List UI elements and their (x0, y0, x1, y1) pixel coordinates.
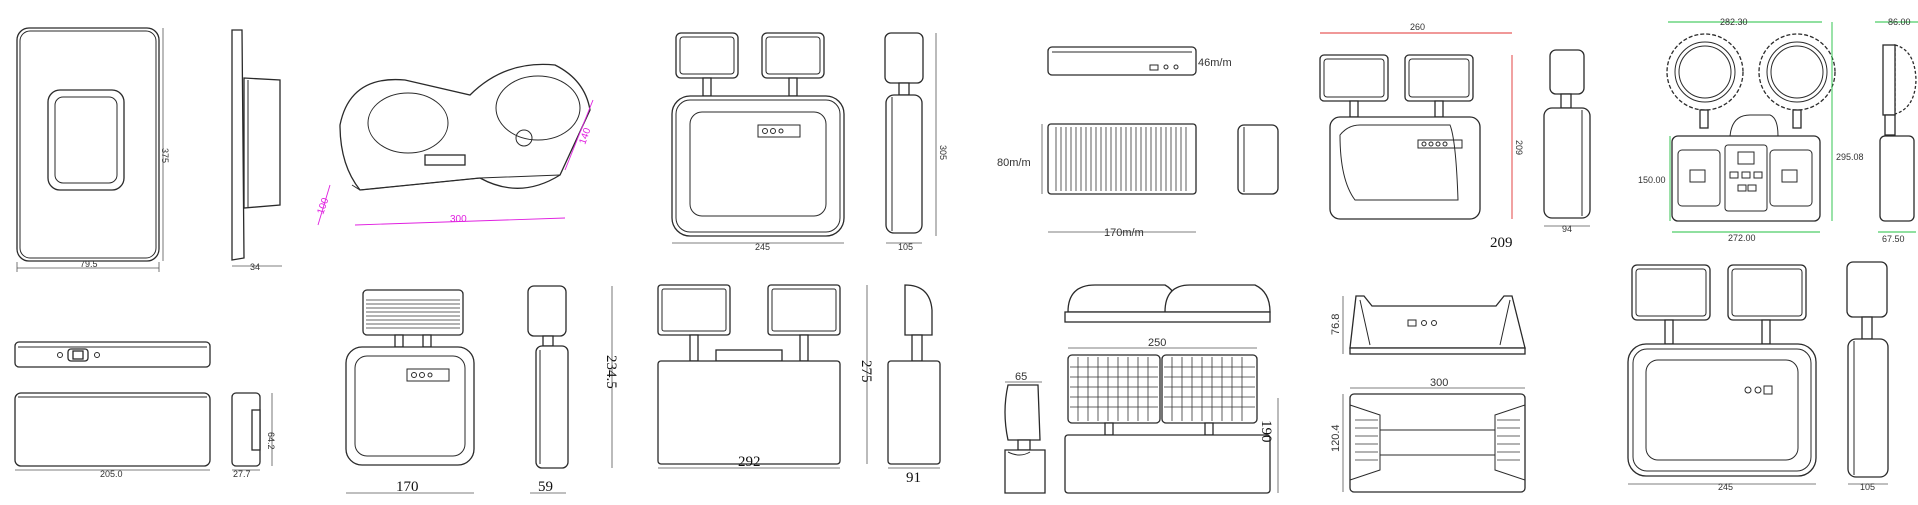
drawing-twin-head-box: 292 275 91 (657, 284, 941, 486)
dim-label: 120.4 (1330, 424, 1342, 452)
hatch-lines (1055, 127, 1187, 191)
drawing-twin-head-large: 245 105 (1627, 261, 1889, 492)
dim-label: 300 (450, 214, 467, 225)
dim-label: 292 (738, 454, 761, 470)
dim-label: 67.50 (1882, 234, 1905, 244)
drawing-twin-grille-lamp: 250 190 65 (1004, 284, 1279, 494)
dim-label: 295.08 (1836, 152, 1864, 162)
drawing-long-bar-lamp: 76.8 300 120.4 (1330, 295, 1526, 493)
dim-label: 94 (1562, 224, 1572, 234)
dim-label: 209 (1490, 235, 1513, 251)
dim-label: 260 (1410, 22, 1425, 32)
end-ribs (1355, 419, 1520, 461)
dim-label: 305 (938, 145, 948, 160)
grille-hatch (1070, 357, 1255, 421)
dim-label: 245 (755, 242, 770, 252)
dim-label: 86.00 (1888, 17, 1911, 27)
dim-label: 272.00 (1728, 233, 1756, 243)
dim-label: 209 (1514, 140, 1524, 155)
dim-label: 170m/m (1104, 227, 1144, 239)
dim-label: 282.30 (1720, 17, 1748, 27)
dim-label: 275 (858, 360, 874, 383)
dim-label: 76.8 (1330, 314, 1342, 335)
drawing-twin-head-red: 260 209 209 94 (1319, 22, 1591, 251)
dim-label: 250 (1148, 337, 1166, 349)
dim-label: 46m/m (1198, 57, 1232, 69)
dim-label: 65 (1015, 371, 1027, 383)
dim-label: 205.0 (100, 469, 123, 479)
dim-label: 105 (1860, 482, 1875, 492)
dim-label: 91 (906, 470, 921, 486)
drawing-slim-bar-light: 46m/m (997, 46, 1279, 239)
drawing-twin-round-lamp: 140 300 100 (315, 63, 594, 226)
dim-label: 80m/m (997, 157, 1031, 169)
dim-label: 170 (396, 479, 419, 495)
drawing-twin-head-square: 245 305 105 (671, 32, 948, 252)
dim-label: 245 (1718, 482, 1733, 492)
dim-label: 375 (160, 148, 170, 163)
dim-label: 150.00 (1638, 175, 1666, 185)
dim-label: 105 (898, 242, 913, 252)
drawing-slim-exit-sign: 79.5 375 34 (16, 27, 282, 272)
dim-label: 27.7 (233, 469, 251, 479)
dim-label: 300 (1430, 377, 1448, 389)
dim-label: 59 (538, 479, 553, 495)
drawing-solar-head-unit: 170 234.5 59 (345, 285, 619, 495)
drawing-twin-round-green: 282.30 86.00 150.00 295.08 272.00 (1638, 17, 1918, 244)
dim-label: 64.2 (266, 432, 276, 450)
dim-label: 100 (315, 196, 331, 216)
dim-label: 190 (1258, 420, 1274, 443)
dim-label: 34 (250, 262, 260, 272)
dim-label: 79.5 (80, 259, 98, 269)
dim-label: 234.5 (603, 355, 619, 389)
drawing-flat-bar-light: 205.0 27.7 64.2 (14, 341, 276, 479)
